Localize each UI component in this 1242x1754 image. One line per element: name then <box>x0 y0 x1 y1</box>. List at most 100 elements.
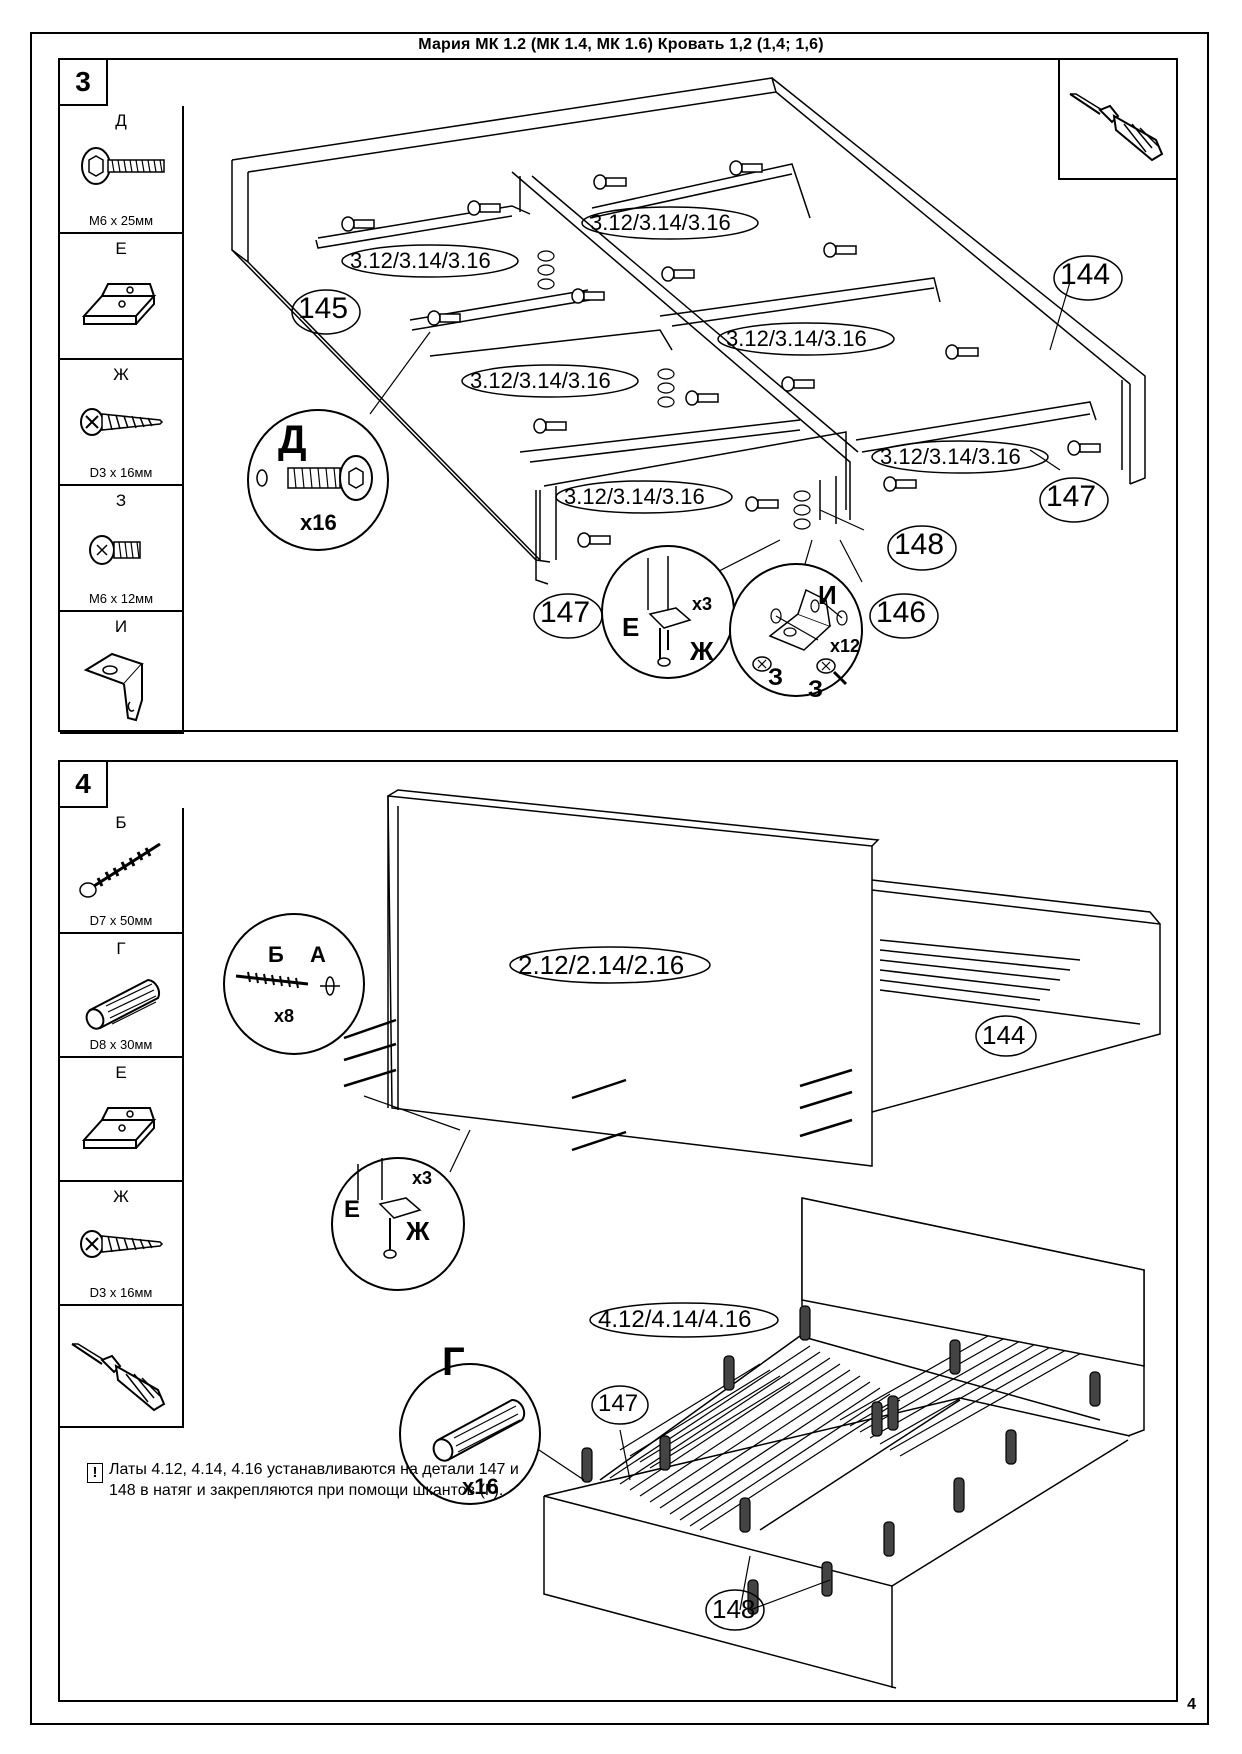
slat-label-3: 3.12/3.14/3.16 <box>717 322 895 356</box>
slat-label-6: 3.12/3.14/3.16 <box>555 480 733 514</box>
label-ellipse <box>887 525 957 571</box>
label-ellipse <box>461 364 639 398</box>
label-ellipse <box>975 1015 1037 1057</box>
slat-label-4: 3.12/3.14/3.16 <box>461 364 639 398</box>
angle-bracket-icon <box>83 652 144 722</box>
label-ellipse <box>869 593 939 639</box>
dowel-icon <box>85 978 160 1030</box>
callout-e-qty: x3 <box>692 594 713 614</box>
step-3-panel: 3 Д M6 x 25мм Е Ж <box>58 58 1178 734</box>
label-ellipse <box>717 322 895 356</box>
part-letter: Е <box>115 1063 127 1082</box>
callout-zh4-letter: Ж <box>406 1216 430 1246</box>
part-label-148-step4: 148 <box>705 1589 765 1631</box>
label-ellipse <box>291 289 361 335</box>
page-number: 4 <box>1187 1696 1196 1713</box>
label-ellipse <box>705 1589 765 1631</box>
hex-bolt-icon <box>81 147 165 185</box>
label-ellipse <box>871 440 1049 474</box>
screwdriver-icon <box>71 1343 166 1412</box>
callout-g-qty: x16 <box>462 1474 499 1499</box>
confirmat-screw-icon <box>79 842 161 898</box>
part-letter: Г <box>116 939 126 958</box>
callout-b-qty: x8 <box>274 1006 295 1026</box>
part-label-147-right: 147 <box>1039 477 1109 523</box>
label-ellipse <box>1039 477 1109 523</box>
part-label-147-left: 147 <box>533 593 603 639</box>
label-ellipse <box>341 244 519 278</box>
callout-b-letter: Б <box>268 942 284 967</box>
label-ellipse <box>555 480 733 514</box>
part-letter: Е <box>115 239 127 258</box>
part-size: M6 x 25мм <box>88 213 154 228</box>
part-letter: З <box>115 491 127 510</box>
part-zh: Ж D3 x 16мм <box>60 358 182 484</box>
screwdriver-icon <box>1069 93 1164 162</box>
part-letter: Ж <box>113 365 129 384</box>
part-letter: Ж <box>113 1187 129 1206</box>
callout-e4-circle <box>331 1157 465 1291</box>
slat-label-5: 3.12/3.14/3.16 <box>871 440 1049 474</box>
part-g: Г D8 x 30мм <box>60 932 182 1056</box>
callout-zh-letter: Ж <box>690 636 714 666</box>
callout-i-letter: И <box>818 580 837 610</box>
label-ellipse <box>533 593 603 639</box>
part-label-144-step4: 144 <box>975 1015 1037 1057</box>
label-ellipse <box>1053 255 1123 301</box>
callout-g-letter: Г <box>442 1340 465 1384</box>
part-letter: Б <box>115 813 127 832</box>
callout-e4-qty: x3 <box>412 1168 433 1188</box>
bracket-icon <box>81 1107 157 1149</box>
callout-z1-letter: З <box>768 664 784 691</box>
callout-b-circle <box>223 913 365 1055</box>
part-letter: И <box>114 617 128 636</box>
warning-icon: ! <box>87 1463 103 1483</box>
callout-a-letter: А <box>310 942 326 967</box>
part-size: M6 x 12мм <box>88 591 154 606</box>
screw-icon <box>80 1230 164 1258</box>
headboard-label: 2.12/2.14/2.16 <box>509 946 711 984</box>
label-ellipse <box>589 1302 779 1338</box>
callout-e4-letter: Е <box>344 1196 361 1223</box>
part-size: D8 x 30мм <box>89 1037 153 1052</box>
part-tool <box>60 1304 182 1428</box>
bracket-icon <box>81 283 157 325</box>
callout-d-qty: x16 <box>300 510 337 535</box>
label-ellipse <box>509 946 711 984</box>
part-size: D7 x 50мм <box>89 913 153 928</box>
callout-i-qty: x12 <box>830 636 861 656</box>
part-e: Е <box>60 232 182 358</box>
part-letter: Д <box>115 111 127 130</box>
part-e4: Е <box>60 1056 182 1180</box>
assembly-note: Латы 4.12, 4.14, 4.16 устанавливаются на… <box>109 1461 519 1499</box>
label-ellipse <box>581 206 759 240</box>
part-d: Д M6 x 25мм <box>60 106 182 232</box>
part-z: З M6 x 12мм <box>60 484 182 610</box>
page-frame <box>30 32 1209 1725</box>
part-label-145: 145 <box>291 289 361 335</box>
part-size: D3 x 16мм <box>89 1285 153 1300</box>
part-label-146: 146 <box>869 593 939 639</box>
step-3-bed-frame-drawing <box>231 77 1146 697</box>
part-size: D3 x 16мм <box>89 465 153 480</box>
slats-label: 4.12/4.14/4.16 <box>589 1302 779 1338</box>
tool-box <box>1058 60 1176 180</box>
callout-d-letter: Д <box>278 418 307 462</box>
part-label-144: 144 <box>1053 255 1123 301</box>
part-b: Б D7 x 50мм <box>60 808 182 932</box>
step-3-parts-list: Д M6 x 25мм Е Ж <box>60 106 184 734</box>
slat-label-1: 3.12/3.14/3.16 <box>581 206 759 240</box>
document-title: Мария МК 1.2 (МК 1.4, МК 1.6) Кровать 1,… <box>418 36 824 53</box>
callout-z2-letter: З <box>808 676 824 703</box>
step-3-number: 3 <box>60 60 108 106</box>
screw-icon <box>80 408 164 436</box>
step-4-number: 4 <box>60 762 108 808</box>
callout-e-letter: Е <box>622 612 640 642</box>
step-4-parts-list: Б D7 x 50мм Г D8 x 30мм Е <box>60 808 184 1428</box>
part-zh4: Ж D3 x 16мм <box>60 1180 182 1304</box>
label-ellipse <box>591 1385 649 1425</box>
slat-label-2: 3.12/3.14/3.16 <box>341 244 519 278</box>
short-screw-icon <box>89 535 141 565</box>
part-label-147-step4: 147 <box>591 1385 649 1425</box>
